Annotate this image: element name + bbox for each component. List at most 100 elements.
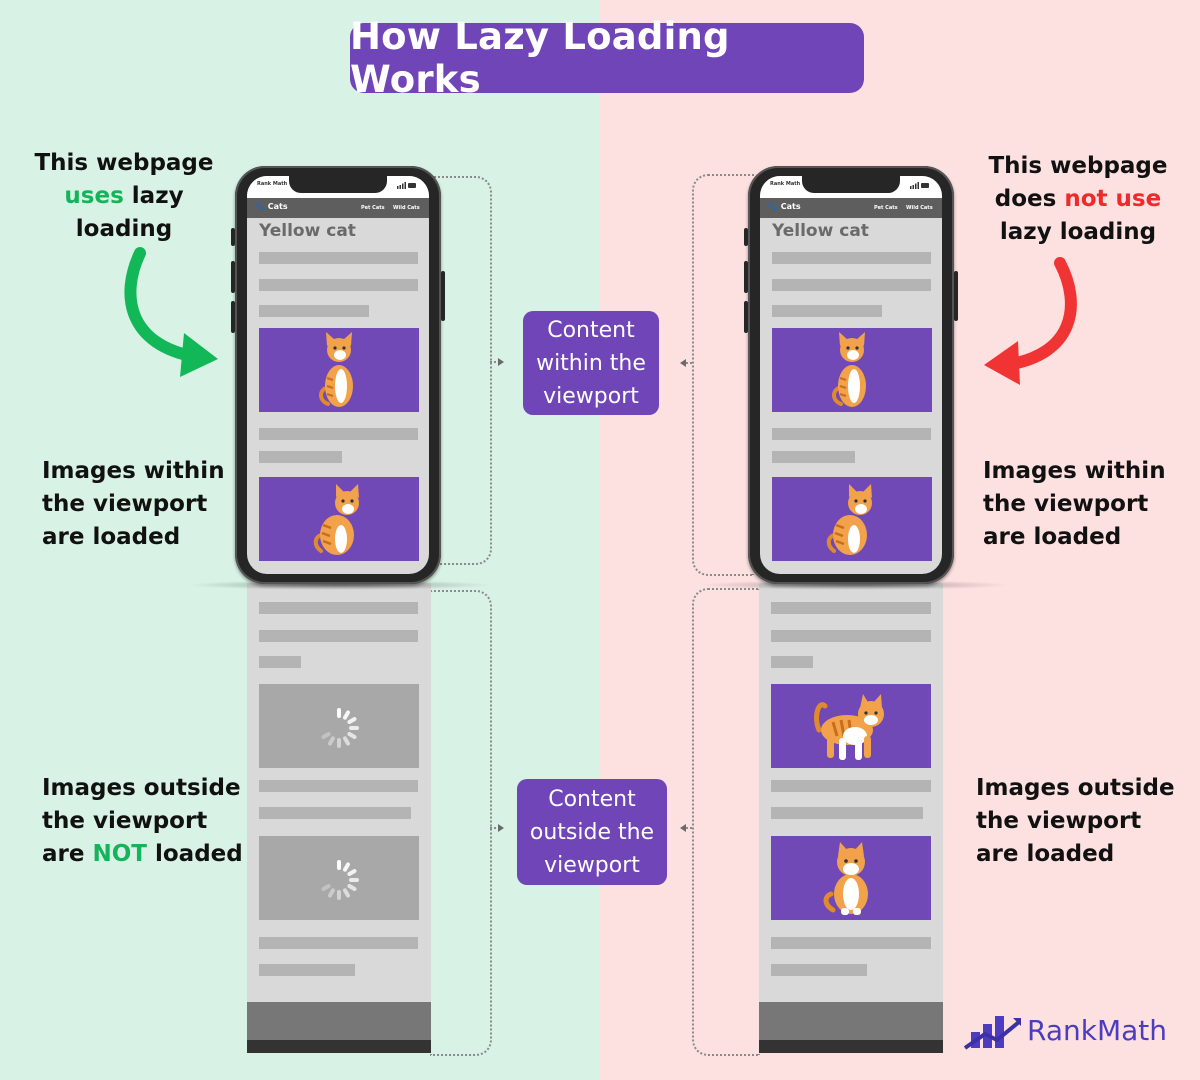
text-line [259,428,418,440]
right-inside-line1: Images within [983,458,1166,484]
phone-volume-down [231,301,235,333]
right-viewport-pointer [682,362,692,364]
nav-logo[interactable]: 🐾 Cats [768,202,801,211]
right-inside-caption: Images within the viewport are loaded [983,455,1166,554]
cat-image-2 [772,477,932,561]
right-top-caption-line2: does not use [980,183,1176,216]
site-navbar: 🐾 Cats Pet Cats Wild Cats [247,198,429,218]
text-line [259,252,418,264]
right-cat-image-walking [771,684,931,768]
paw-icon: 🐾 [255,202,265,211]
left-image-placeholder [259,684,419,768]
text-line [259,451,342,463]
phone-mute-switch [231,228,235,246]
badge-outside-line2: outside the [529,819,655,845]
phone-volume-up [744,261,748,293]
cat-image-2 [259,477,419,561]
left-image-placeholder [259,836,419,920]
left-outside-line3: are NOT loaded [42,838,243,871]
right-inside-line2: the viewport [983,491,1149,517]
left-text-line [259,937,418,949]
cat-looking-up-icon [832,332,866,407]
text-line [259,305,369,317]
right-top-caption-line3: lazy loading [999,219,1157,245]
status-brand: Rank Math [770,181,801,187]
right-top-caption-line1: This webpage [988,153,1168,179]
cat-looking-up-icon [319,332,353,407]
right-top-caption-highlight: not use [1064,186,1162,212]
right-page-footer-bottom [759,1040,943,1053]
nav-link-wild-cats[interactable]: Wild Cats [393,205,420,211]
left-outside-caption: Images outside the viewport are NOT load… [42,772,243,871]
page-title: How Lazy Loading Works [350,15,864,101]
right-outside-arrowhead [680,824,686,832]
signal-battery-icon [910,182,929,189]
left-text-line [259,807,411,819]
left-phone-shadow [185,580,495,590]
cat-sitting-striped-icon [826,484,872,555]
left-text-line [259,602,418,614]
left-page-footer-bottom [247,1040,431,1053]
right-outside-line2: the viewport [976,808,1142,834]
right-text-line [771,656,813,668]
rankmath-wordmark: RankMath [1027,1014,1167,1047]
phone-notch [802,176,900,193]
left-inside-line1: Images within [42,458,225,484]
article-heading: Yellow cat [259,221,356,241]
badge-content-outside: Content outside the viewport [517,779,667,885]
left-text-line [259,656,301,668]
text-line [259,279,418,291]
left-top-caption-line1: This webpage [34,150,214,176]
paw-icon: 🐾 [768,202,778,211]
left-viewport-pointer [490,361,500,363]
left-inside-line3: are loaded [42,524,181,550]
left-outside-line3-a: are [42,841,93,867]
phone-mute-switch [744,228,748,246]
nav-link-wild-cats[interactable]: Wild Cats [906,205,933,211]
left-outside-highlight: NOT [92,841,147,867]
left-inside-caption: Images within the viewport are loaded [42,455,225,554]
nav-logo[interactable]: 🐾 Cats [255,202,288,211]
cat-sitting-icon [823,842,868,915]
article-heading: Yellow cat [772,221,869,241]
badge-within-line1: Content [547,317,635,343]
text-line [772,305,882,317]
right-text-line [771,964,867,976]
text-line [772,252,931,264]
right-outside-line1: Images outside [976,775,1175,801]
left-top-caption-line2: uses lazy [30,180,218,213]
left-outside-bracket [430,590,492,1056]
signal-battery-icon [397,182,416,189]
badge-outside-line1: Content [548,786,636,812]
nav-link-pet-cats[interactable]: Pet Cats [361,205,385,211]
right-phone-screen: Rank Math 🐾 Cats Pet Cats Wild Cats Yell… [760,176,942,574]
phone-power-button [954,271,958,321]
green-curved-arrow-icon [124,247,218,377]
left-outside-pointer [490,827,500,829]
left-text-line [259,964,355,976]
text-line [772,428,931,440]
loading-spinner-icon [321,860,359,900]
site-navbar: 🐾 Cats Pet Cats Wild Cats [760,198,942,218]
cat-walking-icon [814,694,884,760]
right-inside-line3: are loaded [983,524,1122,550]
left-outside-line1: Images outside [42,775,241,801]
cat-sitting-striped-icon [313,484,359,555]
right-page-footer [759,1002,943,1040]
right-top-caption: This webpage does not use lazy loading [980,150,1176,249]
right-outside-line3: are loaded [976,841,1115,867]
left-inside-line2: the viewport [42,491,208,517]
right-phone: Rank Math 🐾 Cats Pet Cats Wild Cats Yell… [744,166,958,584]
left-outside-line2: the viewport [42,808,208,834]
right-viewport-arrowhead [680,359,686,367]
phone-power-button [441,271,445,321]
nav-link-pet-cats[interactable]: Pet Cats [874,205,898,211]
left-viewport-bracket [430,176,492,565]
left-phone: Rank Math 🐾 Cats Pet Cats Wild Cats Yell… [231,166,445,584]
right-outside-pointer [682,827,692,829]
left-text-line [259,630,418,642]
left-page-footer [247,1002,431,1040]
badge-outside-line3: viewport [544,852,640,878]
left-top-caption-line3: loading [75,216,173,242]
